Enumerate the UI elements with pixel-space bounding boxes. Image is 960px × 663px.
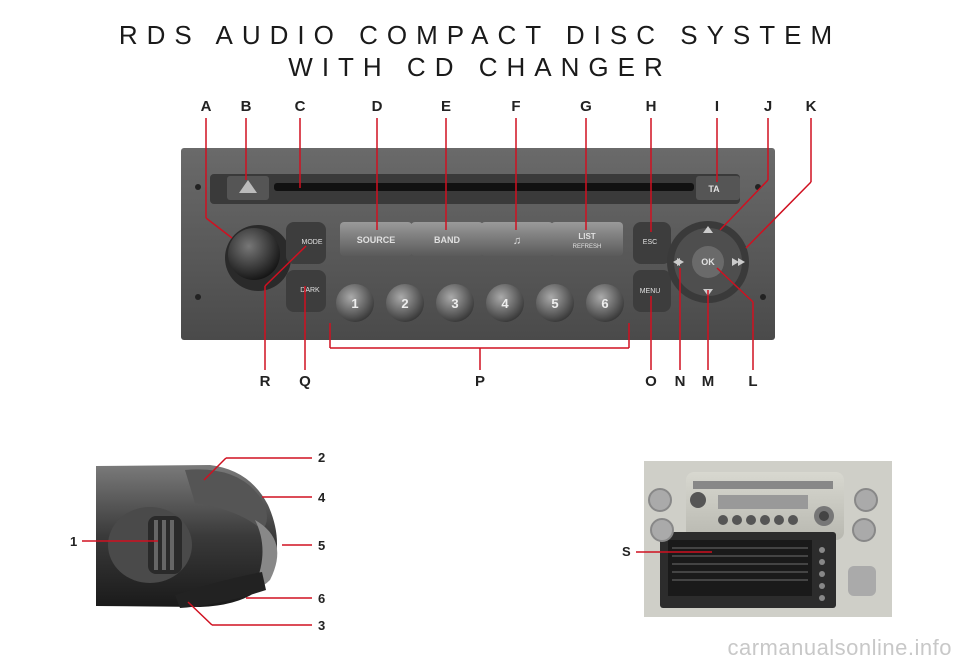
list-text: LIST: [578, 232, 595, 241]
label-n: N: [674, 373, 686, 390]
preset-1: 1: [351, 296, 358, 311]
label-j: J: [763, 98, 773, 115]
preset-2: 2: [401, 296, 408, 311]
label-b: B: [240, 98, 252, 115]
label-l: L: [748, 373, 758, 390]
label-d: D: [371, 98, 383, 115]
steering-stalk: [96, 465, 278, 608]
stalk-label-2: 2: [318, 450, 326, 465]
label-g: G: [580, 98, 592, 115]
dark-text: DARK: [300, 287, 320, 294]
dashboard-photo: [644, 461, 892, 617]
esc-text: ESC: [643, 239, 657, 246]
band-text: BAND: [434, 235, 460, 245]
stalk-label-5: 5: [318, 538, 326, 553]
refresh-text: REFRESH: [573, 244, 602, 250]
note-text: ♫: [513, 235, 521, 247]
radio-button-text: MODE DARK SOURCE BAND ♫ LIST REFRESH ESC…: [300, 184, 720, 295]
label-f: F: [511, 98, 521, 115]
source-text: SOURCE: [357, 235, 396, 245]
ta-text: TA: [708, 184, 720, 194]
callout-lines: [205, 118, 812, 370]
label-o: O: [645, 373, 657, 390]
stalk-label-3: 3: [318, 618, 326, 633]
radio-unit: [181, 148, 775, 340]
title-line-1: RDS AUDIO COMPACT DISC SYSTEM: [118, 20, 842, 50]
label-a: A: [200, 98, 212, 115]
watermark: carmanualsonline.info: [727, 635, 952, 660]
ok-text: OK: [701, 257, 715, 267]
menu-text: MENU: [640, 288, 661, 295]
label-r: R: [259, 373, 271, 390]
label-h: H: [645, 98, 657, 115]
preset-6: 6: [601, 296, 608, 311]
label-k: K: [805, 98, 817, 115]
changer-label-s: S: [622, 544, 631, 559]
label-m: M: [701, 373, 715, 390]
label-p: P: [474, 373, 485, 390]
label-i: I: [714, 98, 720, 115]
mode-text: MODE: [302, 239, 323, 246]
label-e: E: [440, 98, 451, 115]
preset-numbers: 1 2 3 4 5 6: [351, 296, 608, 311]
preset-4: 4: [501, 296, 509, 311]
label-c: C: [294, 98, 306, 115]
preset-5: 5: [551, 296, 558, 311]
preset-3: 3: [451, 296, 458, 311]
stalk-callouts: [82, 457, 312, 626]
stalk-label-4: 4: [318, 490, 326, 505]
stalk-label-1: 1: [70, 534, 78, 549]
title-line-2: WITH CD CHANGER: [288, 52, 672, 82]
stalk-label-6: 6: [318, 591, 326, 606]
label-q: Q: [299, 373, 311, 390]
